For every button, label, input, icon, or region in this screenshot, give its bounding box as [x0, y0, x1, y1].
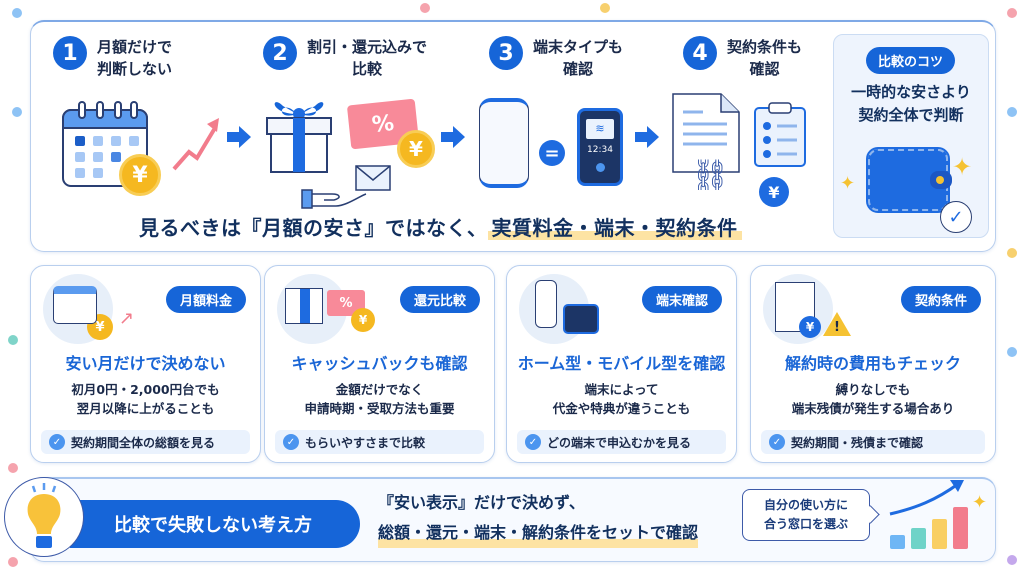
step-number: 3	[489, 36, 523, 70]
rising-trend-icon	[171, 114, 221, 178]
card-checkpoint: ✓もらいやすさまで比較	[275, 430, 484, 454]
check-icon: ✓	[525, 434, 541, 450]
summary-banner: 比較で失敗しない考え方	[70, 500, 360, 548]
decor-dot	[8, 335, 18, 345]
card-description: 端末によって代金や特典が違うことも	[552, 382, 691, 416]
summary-message: 『安い表示』だけで決めず、 総額・還元・端末・解約条件をセットで確認	[378, 488, 699, 548]
card-badge: 端末確認	[641, 286, 722, 313]
home-router-icon	[479, 98, 529, 188]
decor-dot	[600, 3, 610, 13]
step-2: 2 割引・還元込みで比較	[263, 36, 427, 80]
tips-badge: 比較のコツ	[866, 47, 956, 74]
card-badge: 月額料金	[165, 286, 246, 313]
card-description: 金額だけでなく申請時期・受取方法も重要	[304, 382, 455, 416]
card-badge: 契約条件	[900, 286, 981, 313]
warning-mark: !	[834, 320, 840, 335]
yen-coin-icon: ¥	[119, 154, 161, 196]
card-description: 初月0円・2,000円台でも翌月以降に上がることも	[71, 382, 220, 416]
tips-card: 比較のコツ 一時的な安さより契約全体で判断 ✦ ✦ ✓	[833, 34, 989, 238]
yen-coin-icon: ¥	[397, 130, 435, 168]
decor-dot	[8, 463, 18, 473]
checkmark-circle-icon: ✓	[940, 201, 972, 233]
decor-dot	[420, 3, 430, 13]
key-message-headline: 見るべきは『月額の安さ』ではなく、実質料金・端末・契約条件	[139, 212, 742, 241]
card-cashback: % ¥ 還元比較 キャッシュバックも確認 金額だけでなく申請時期・受取方法も重要…	[264, 265, 495, 463]
gift-glyph	[285, 288, 323, 324]
decor-dot	[12, 107, 22, 117]
card-contract: ¥ ! 契約条件 解約時の費用もチェック 縛りなしでも端末残債が発生する場合あり…	[750, 265, 996, 463]
card-description: 縛りなしでも端末残債が発生する場合あり	[791, 382, 955, 416]
decor-dot	[1007, 8, 1017, 18]
warning-icon	[823, 312, 851, 336]
sparkle-icon: ✦	[952, 153, 973, 181]
step-number: 2	[263, 36, 297, 70]
contract-document-icon	[671, 92, 741, 178]
card-title: ホーム型・モバイル型を確認	[517, 354, 726, 373]
hand-icon	[301, 184, 371, 218]
yen-coin-icon: ¥	[351, 308, 375, 332]
card-title: 安い月だけで決めない	[65, 354, 226, 373]
calendar-glyph	[53, 286, 97, 324]
card-monthly-fee: ¥ ↗ 月額料金 安い月だけで決めない 初月0円・2,000円台でも翌月以降に上…	[30, 265, 261, 463]
step-4: 4 契約条件も確認	[683, 36, 802, 80]
check-icon: ✓	[769, 434, 785, 450]
wifi-screen: ≋	[586, 119, 614, 139]
card-title: キャッシュバックも確認	[291, 354, 468, 373]
device-button	[595, 163, 605, 172]
step-1: 1 月額だけで判断しない	[53, 36, 172, 80]
decor-dot	[1007, 555, 1017, 565]
speech-bubble: 自分の使い方に合う窓口を選ぶ	[742, 489, 870, 541]
checklist-clipboard-icon	[753, 102, 807, 172]
tips-text: 一時的な安さより契約全体で判断	[851, 83, 971, 124]
card-checkpoint: ✓どの端末で申込むかを見る	[517, 430, 726, 454]
mobile-router-glyph	[563, 304, 599, 334]
step-3: 3 端末タイプも確認	[489, 36, 623, 80]
card-device: 端末確認 ホーム型・モバイル型を確認 端末によって代金や特典が違うことも ✓どの…	[506, 265, 737, 463]
decor-dot	[1007, 107, 1017, 117]
equals-icon: =	[539, 140, 565, 166]
card-title: 解約時の費用もチェック	[784, 354, 961, 373]
yen-badge-icon: ¥	[799, 316, 821, 338]
decor-dot	[1007, 248, 1017, 258]
step-title: 契約条件も確認	[727, 38, 803, 78]
step-title: 端末タイプも確認	[533, 38, 624, 78]
card-badge: 還元比較	[399, 286, 480, 313]
card-checkpoint: ✓契約期間・残債まで確認	[761, 430, 985, 454]
sparkle-icon: ✦	[840, 173, 856, 194]
steps-panel: 1 月額だけで判断しない ¥ 2 割引・還元込みで比較 % ¥ 3	[30, 20, 996, 252]
card-checkpoint: ✓契約期間全体の総額を見る	[41, 430, 250, 454]
check-icon: ✓	[283, 434, 299, 450]
broken-chain-icon: ⛓	[691, 158, 730, 193]
calendar-icon	[61, 100, 151, 190]
wallet-clasp	[930, 171, 952, 189]
mobile-router-icon: ≋ 12:34	[577, 108, 623, 186]
gift-box-icon	[261, 92, 337, 180]
device-time: 12:34	[587, 145, 613, 155]
step-title: 割引・還元込みで比較	[307, 38, 428, 78]
envelope-icon	[355, 165, 391, 195]
yen-badge-icon: ¥	[759, 177, 789, 207]
step-number: 1	[53, 36, 87, 70]
sparkle-icon: ✦	[972, 492, 988, 513]
check-icon: ✓	[49, 434, 65, 450]
step-number: 4	[683, 36, 717, 70]
decor-dot	[1007, 347, 1017, 357]
rising-trend-icon: ↗	[119, 308, 135, 329]
lightbulb-icon	[4, 477, 84, 557]
home-router-glyph	[535, 280, 557, 328]
step-title: 月額だけで判断しない	[97, 38, 173, 78]
decor-dot	[8, 557, 18, 567]
decor-dot	[12, 8, 22, 18]
